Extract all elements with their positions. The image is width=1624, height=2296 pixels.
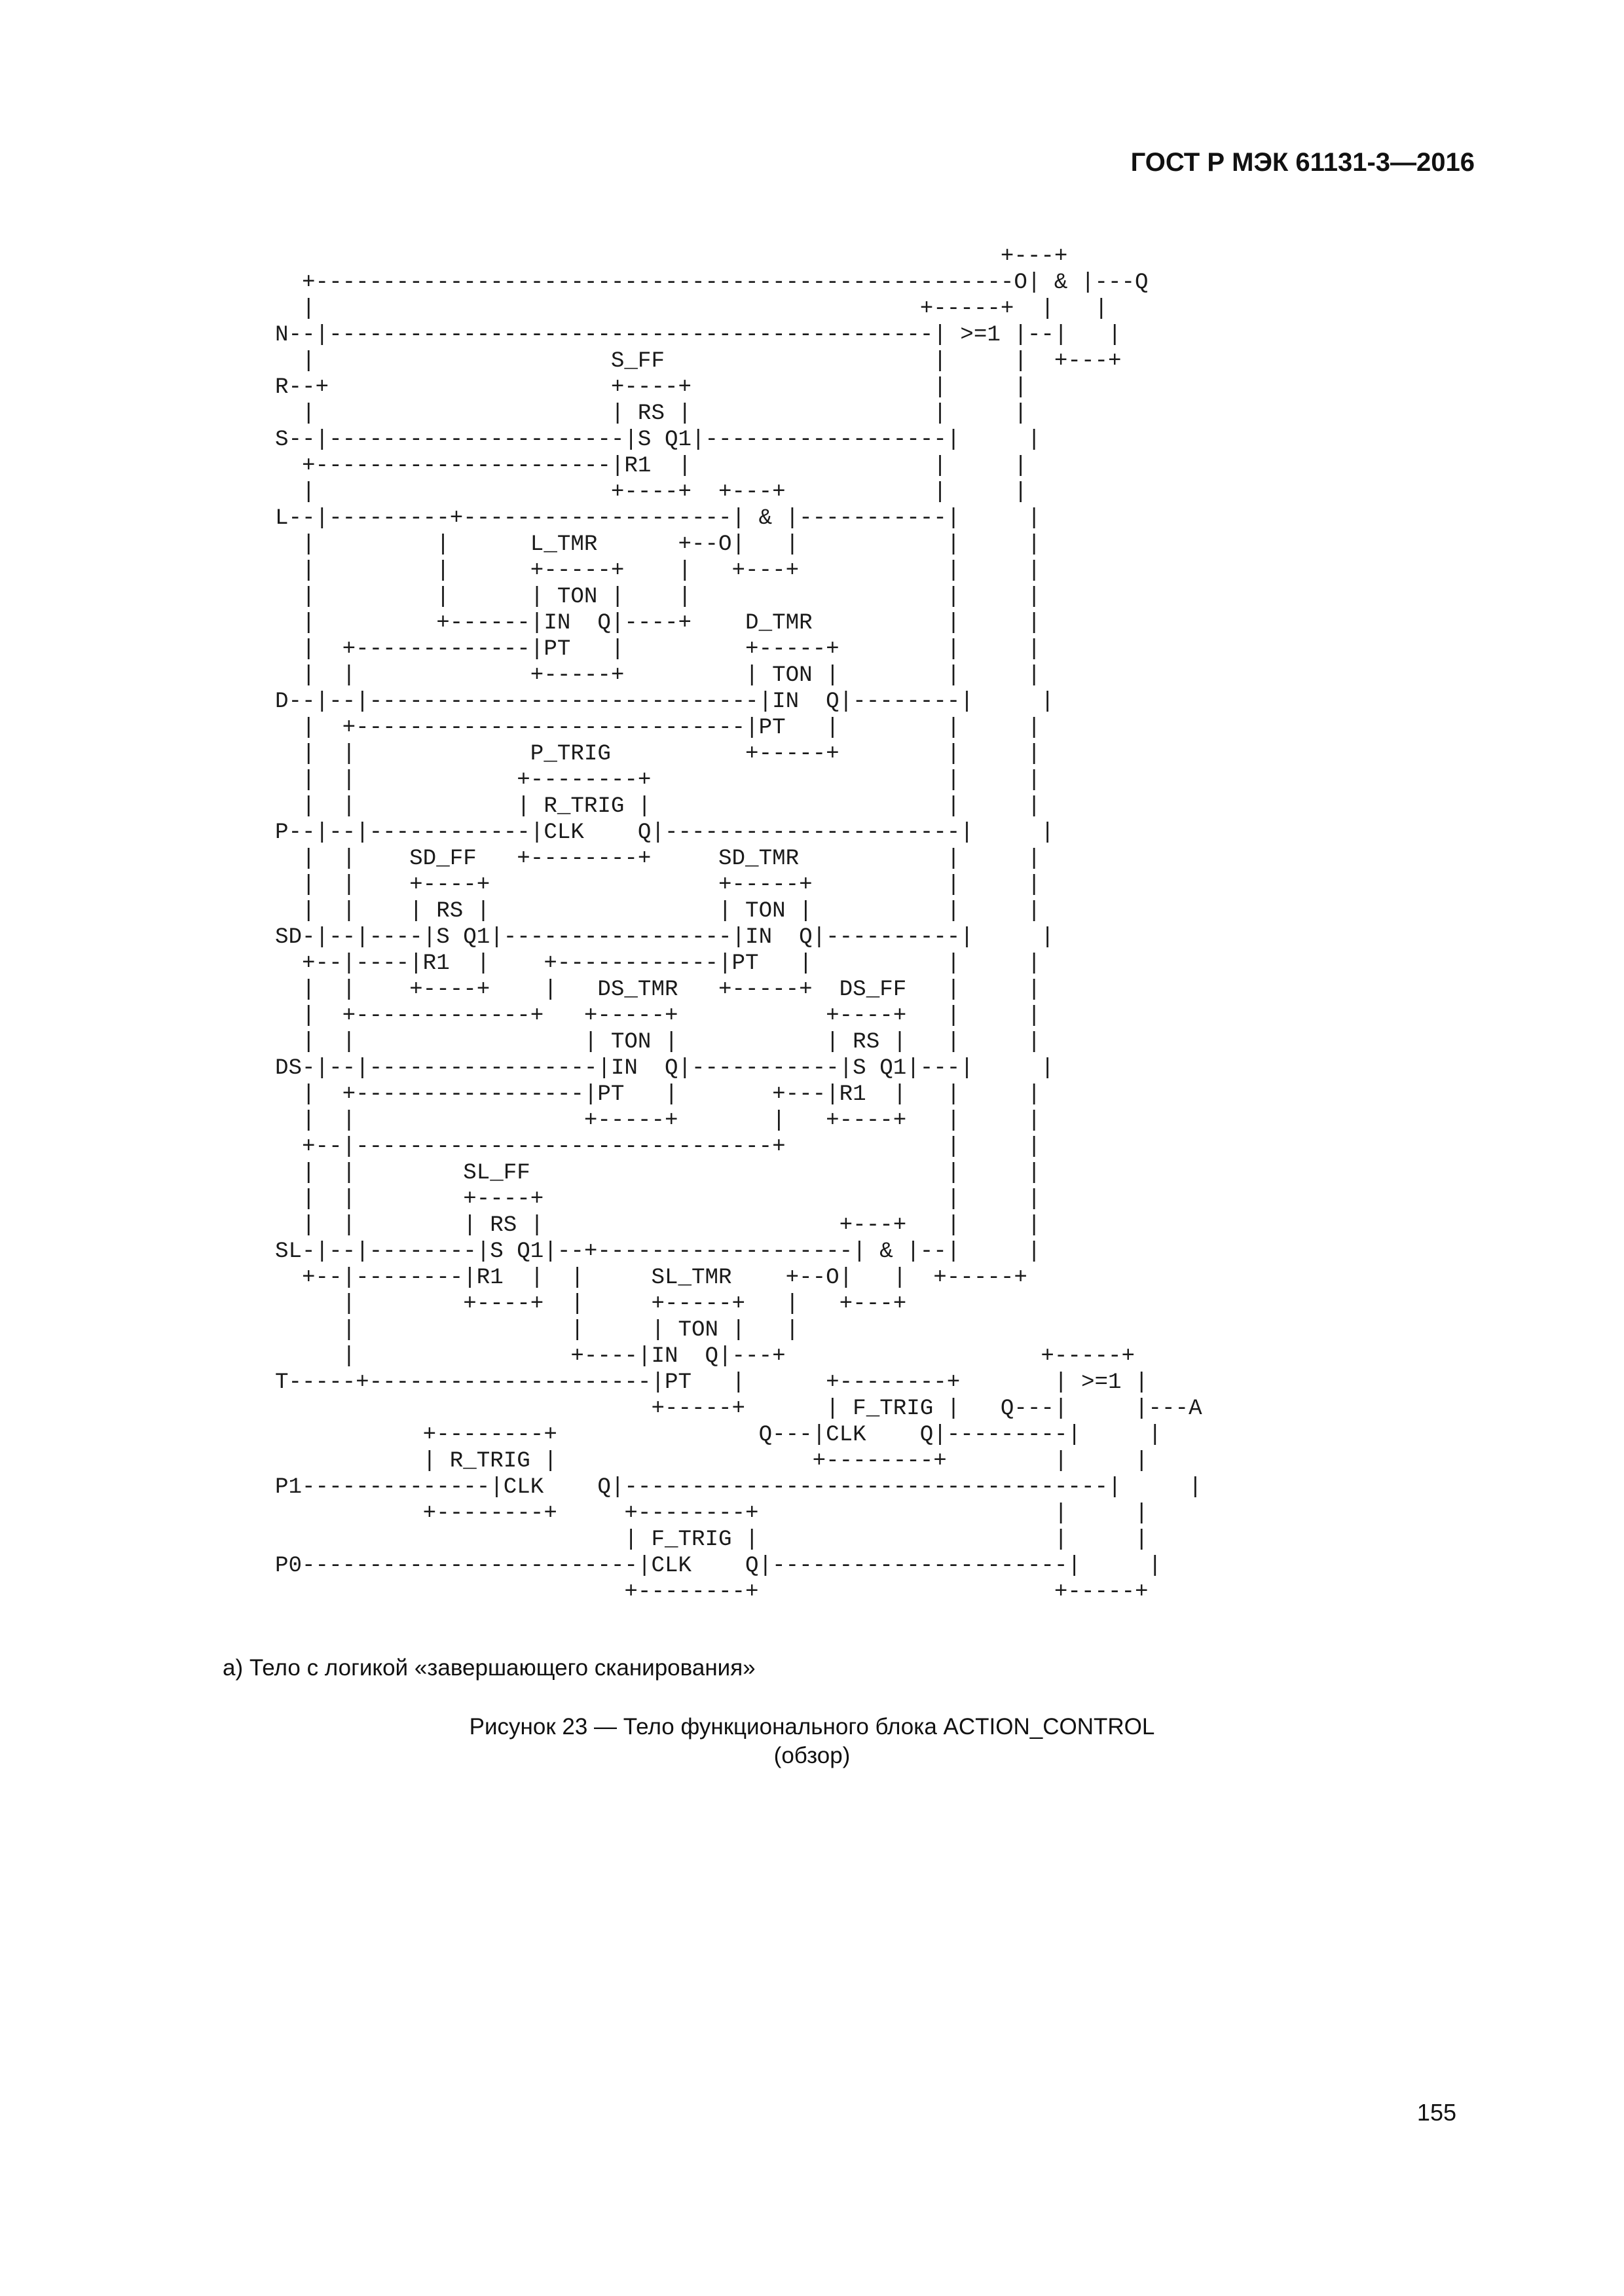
diagram-line: | S_FF | | +---+ — [275, 349, 1122, 374]
diagram-line: +--------+ +--------+ | | — [275, 1501, 1149, 1526]
diagram-line: | | +--------+ | | — [275, 768, 1041, 793]
diagram-line: P0-------------------------|CLK Q|------… — [275, 1554, 1162, 1578]
diagram-line: +--|----|R1 | +------------|PT | | | — [275, 951, 1041, 976]
figure-title: Рисунок 23 — Тело функционального блока … — [469, 1714, 1155, 1740]
diagram-line: +--------+ Q---|CLK Q|---------| | — [275, 1423, 1162, 1448]
diagram-line: +-----+ | F_TRIG | Q---| |---A — [275, 1396, 1202, 1421]
diagram-line: | | +-----+ | +---+ | | — [275, 558, 1041, 583]
diagram-line: | | +----+ | DS_TMR +-----+ DS_FF | | — [275, 977, 1041, 1002]
diagram-line: P--|--|------------|CLK Q|--------------… — [275, 820, 1054, 845]
diagram-line: | | | TON | | RS | | | — [275, 1030, 1041, 1055]
diagram-line: T-----+---------------------|PT | +-----… — [275, 1370, 1149, 1395]
ladder-diagram-action-control: +---+ +---------------------------------… — [275, 244, 1375, 1605]
diagram-line: | +----|IN Q|---+ +-----+ — [275, 1344, 1135, 1369]
diagram-line: DS-|--|-----------------|IN Q|----------… — [275, 1056, 1054, 1081]
diagram-line: | | +-----+ | TON | | | — [275, 663, 1041, 688]
diagram-line: | | +----+ | | — [275, 1187, 1041, 1212]
page-number: 155 — [1416, 2099, 1456, 2126]
diagram-line: | | | RS | | TON | | | — [275, 899, 1041, 924]
diagram-line: | | | TON | | — [275, 1318, 800, 1343]
diagram-line: | | L_TMR +--O| | | | — [275, 532, 1041, 557]
diagram-line: S--|----------------------|S Q1|--------… — [275, 428, 1041, 452]
diagram-line: SD-|--|----|S Q1|-----------------|IN Q|… — [275, 925, 1054, 950]
diagram-line: SL-|--|--------|S Q1|--+----------------… — [275, 1239, 1041, 1264]
diagram-line: | +-----------------------------|PT | | … — [275, 716, 1041, 740]
diagram-line: | +-----------------|PT | +---|R1 | | | — [275, 1082, 1041, 1107]
diagram-line: | F_TRIG | | | — [275, 1527, 1149, 1552]
diagram-line: | | | RS | +---+ | | — [275, 1213, 1041, 1238]
diagram-line: | | RS | | | — [275, 401, 1027, 426]
figure-title-subtitle: (обзор) — [773, 1743, 851, 1768]
diagram-line: +----------------------|R1 | | | — [275, 454, 1027, 479]
diagram-line: | +------|IN Q|----+ D_TMR | | — [275, 611, 1041, 636]
diagram-line: L--|---------+--------------------| & |-… — [275, 506, 1041, 531]
diagram-line: | +-----+ | | — [275, 297, 1108, 321]
diagram-line: | +-------------+ +-----+ +----+ | | — [275, 1004, 1041, 1029]
diagram-line: | | SD_FF +--------+ SD_TMR | | — [275, 847, 1041, 871]
diagram-line: | +-------------|PT | +-----+ | | — [275, 637, 1041, 662]
diagram-line: P1--------------|CLK Q|-----------------… — [275, 1475, 1202, 1500]
subfigure-caption: а) Тело с логикой «завершающего сканиров… — [223, 1655, 756, 1681]
diagram-line: D--|--|-----------------------------|IN … — [275, 689, 1054, 714]
diagram-line: +--|-------------------------------+ | | — [275, 1135, 1041, 1159]
diagram-line: | | P_TRIG +-----+ | | — [275, 742, 1041, 767]
diagram-line: R--+ +----+ | | — [275, 375, 1027, 400]
diagram-line: +---------------------------------------… — [275, 270, 1149, 295]
document-header: ГОСТ Р МЭК 61131-3—2016 — [1130, 148, 1475, 177]
diagram-line: | +----+ +---+ | | — [275, 480, 1027, 505]
diagram-line: | | +----+ +-----+ | | — [275, 873, 1041, 898]
diagram-line: +---+ — [275, 244, 1068, 269]
diagram-line: | | | R_TRIG | | | — [275, 794, 1041, 819]
diagram-line: | | +-----+ | +----+ | | — [275, 1108, 1041, 1133]
diagram-line: +--|--------|R1 | | SL_TMR +--O| | +----… — [275, 1266, 1027, 1290]
diagram-line: | R_TRIG | +--------+ | | — [275, 1449, 1149, 1474]
diagram-line: +--------+ +-----+ — [275, 1580, 1149, 1605]
diagram-line: | | SL_FF | | — [275, 1161, 1041, 1186]
diagram-line: | | | TON | | | | — [275, 585, 1041, 610]
diagram-line: | +----+ | +-----+ | +---+ — [275, 1292, 907, 1317]
diagram-line: N--|------------------------------------… — [275, 323, 1122, 348]
